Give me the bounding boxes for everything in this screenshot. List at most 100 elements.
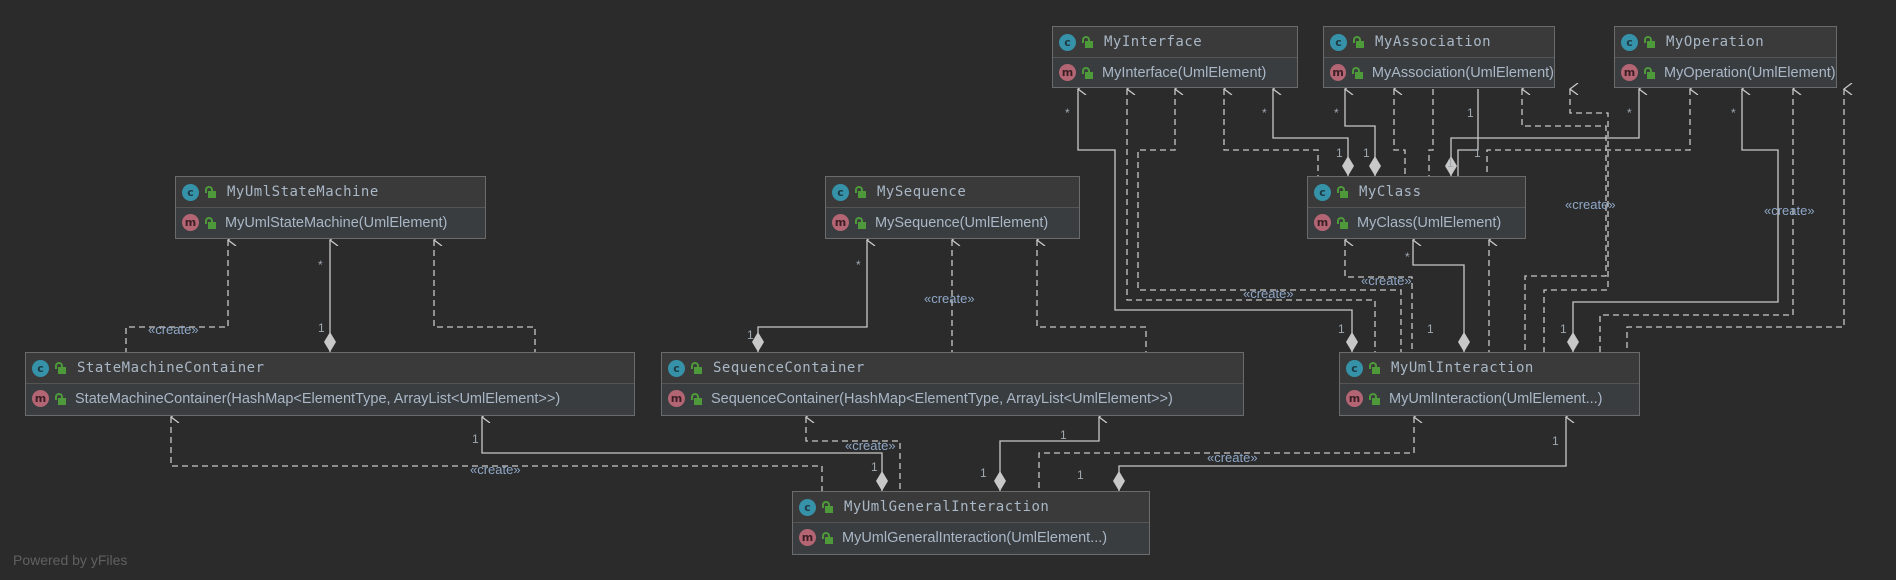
dependency-edge [1394,89,1406,176]
public-lock-icon [1082,36,1093,48]
class-name: SequenceContainer [713,360,865,376]
method-icon: m [1314,214,1331,231]
dependency-edge [1599,89,1793,352]
create-edge [1127,89,1376,352]
multiplicity: 1 [1060,428,1067,442]
method-icon: m [1330,64,1347,81]
method-icon: m [1059,64,1076,81]
class-icon: c [1621,33,1638,51]
composition-diamond [1567,332,1579,352]
public-lock-icon [1337,186,1348,198]
class-icon: c [832,183,849,201]
class-myumlgeneralinteraction[interactable]: c MyUmlGeneralInteraction m MyUmlGeneralIn… [792,491,1150,555]
public-lock-icon [1082,66,1093,79]
create-edge [171,417,823,491]
class-icon: c [182,183,199,201]
class-name: StateMachineContainer [77,360,265,376]
multiplicity: 1 [1363,146,1370,160]
multiplicity: 1 [747,328,754,342]
public-lock-icon [691,362,702,374]
constructor: MyOperation(UmlElement) [1664,64,1836,81]
association-edge [1273,89,1349,176]
multiplicity: 1 [1338,322,1345,336]
class-icon: c [1330,33,1347,51]
public-lock-icon [205,216,216,229]
class-name: MyAssociation [1375,34,1492,50]
class-icon: c [799,498,816,516]
composition-diamond [994,471,1006,491]
multiplicity: * [1262,106,1267,120]
public-lock-icon [822,501,833,513]
class-myassociation[interactable]: c MyAssociation m MyAssociation(UmlElement… [1323,26,1555,88]
method-icon: m [668,390,685,407]
dependency-edge [1428,89,1434,176]
constructor: MyAssociation(UmlElement) [1371,64,1554,81]
public-lock-icon [822,531,833,544]
multiplicity: * [1334,106,1339,120]
class-name: MyUmlInteraction [1391,360,1534,376]
association-edge [1450,89,1639,176]
public-lock-icon [1369,392,1380,405]
class-name: MyClass [1359,184,1422,200]
constructor: MyUmlInteraction(UmlElement...) [1389,390,1603,407]
multiplicity: 1 [1474,146,1481,160]
public-lock-icon [1644,66,1655,79]
association-edge [1078,89,1353,352]
multiplicity: 1 [871,460,878,474]
public-lock-icon [1353,36,1364,48]
method-icon: m [799,529,816,546]
create-label: «create» [1764,203,1815,218]
method-icon: m [1346,390,1363,407]
constructor: MyUmlGeneralInteraction(UmlElement...) [842,529,1108,546]
dependency-edge [1486,89,1690,176]
class-name: MyInterface [1104,34,1203,50]
create-label: «create» [1207,450,1258,465]
multiplicity: 1 [1467,106,1474,120]
create-edge [1038,417,1414,491]
method-icon: m [182,214,199,231]
composition-diamond [1369,156,1381,176]
dependency-edge [1224,89,1319,176]
composition-diamond [1458,332,1470,352]
composition-diamond [324,332,336,352]
multiplicity: 1 [318,321,325,335]
class-icon: c [1314,183,1331,201]
class-name: MyUmlStateMachine [227,184,379,200]
multiplicity: 1 [1560,322,1567,336]
class-name: MySequence [877,184,967,200]
association-edge [1572,89,1779,352]
multiplicity: * [1065,106,1070,120]
public-lock-icon [1369,362,1380,374]
multiplicity: 1 [1077,468,1084,482]
public-lock-icon [55,362,66,374]
composition-diamond [1445,156,1457,176]
public-lock-icon [55,392,66,405]
composition-diamond [1342,156,1354,176]
class-myinterface[interactable]: c MyInterface m MyInterface(UmlElement) [1052,26,1298,88]
class-icon: c [668,359,685,377]
constructor: StateMachineContainer(HashMap<ElementTyp… [75,390,561,407]
constructor: MyInterface(UmlElement) [1102,64,1267,81]
create-label: «create» [924,291,975,306]
method-icon: m [32,390,49,407]
create-edge [1345,240,1413,352]
powered-by-footer: Powered by yFiles [13,552,128,568]
multiplicity: * [1731,106,1736,120]
public-lock-icon [855,216,866,229]
association-edge [999,417,1099,491]
class-name: MyUmlGeneralInteraction [844,499,1050,515]
class-icon: c [1059,33,1076,51]
association-edge [1345,89,1376,176]
public-lock-icon [205,186,216,198]
constructor: MySequence(UmlElement) [875,214,1049,231]
create-label: «create» [470,462,521,477]
create-label: «create» [1243,286,1294,301]
method-icon: m [1621,64,1638,81]
